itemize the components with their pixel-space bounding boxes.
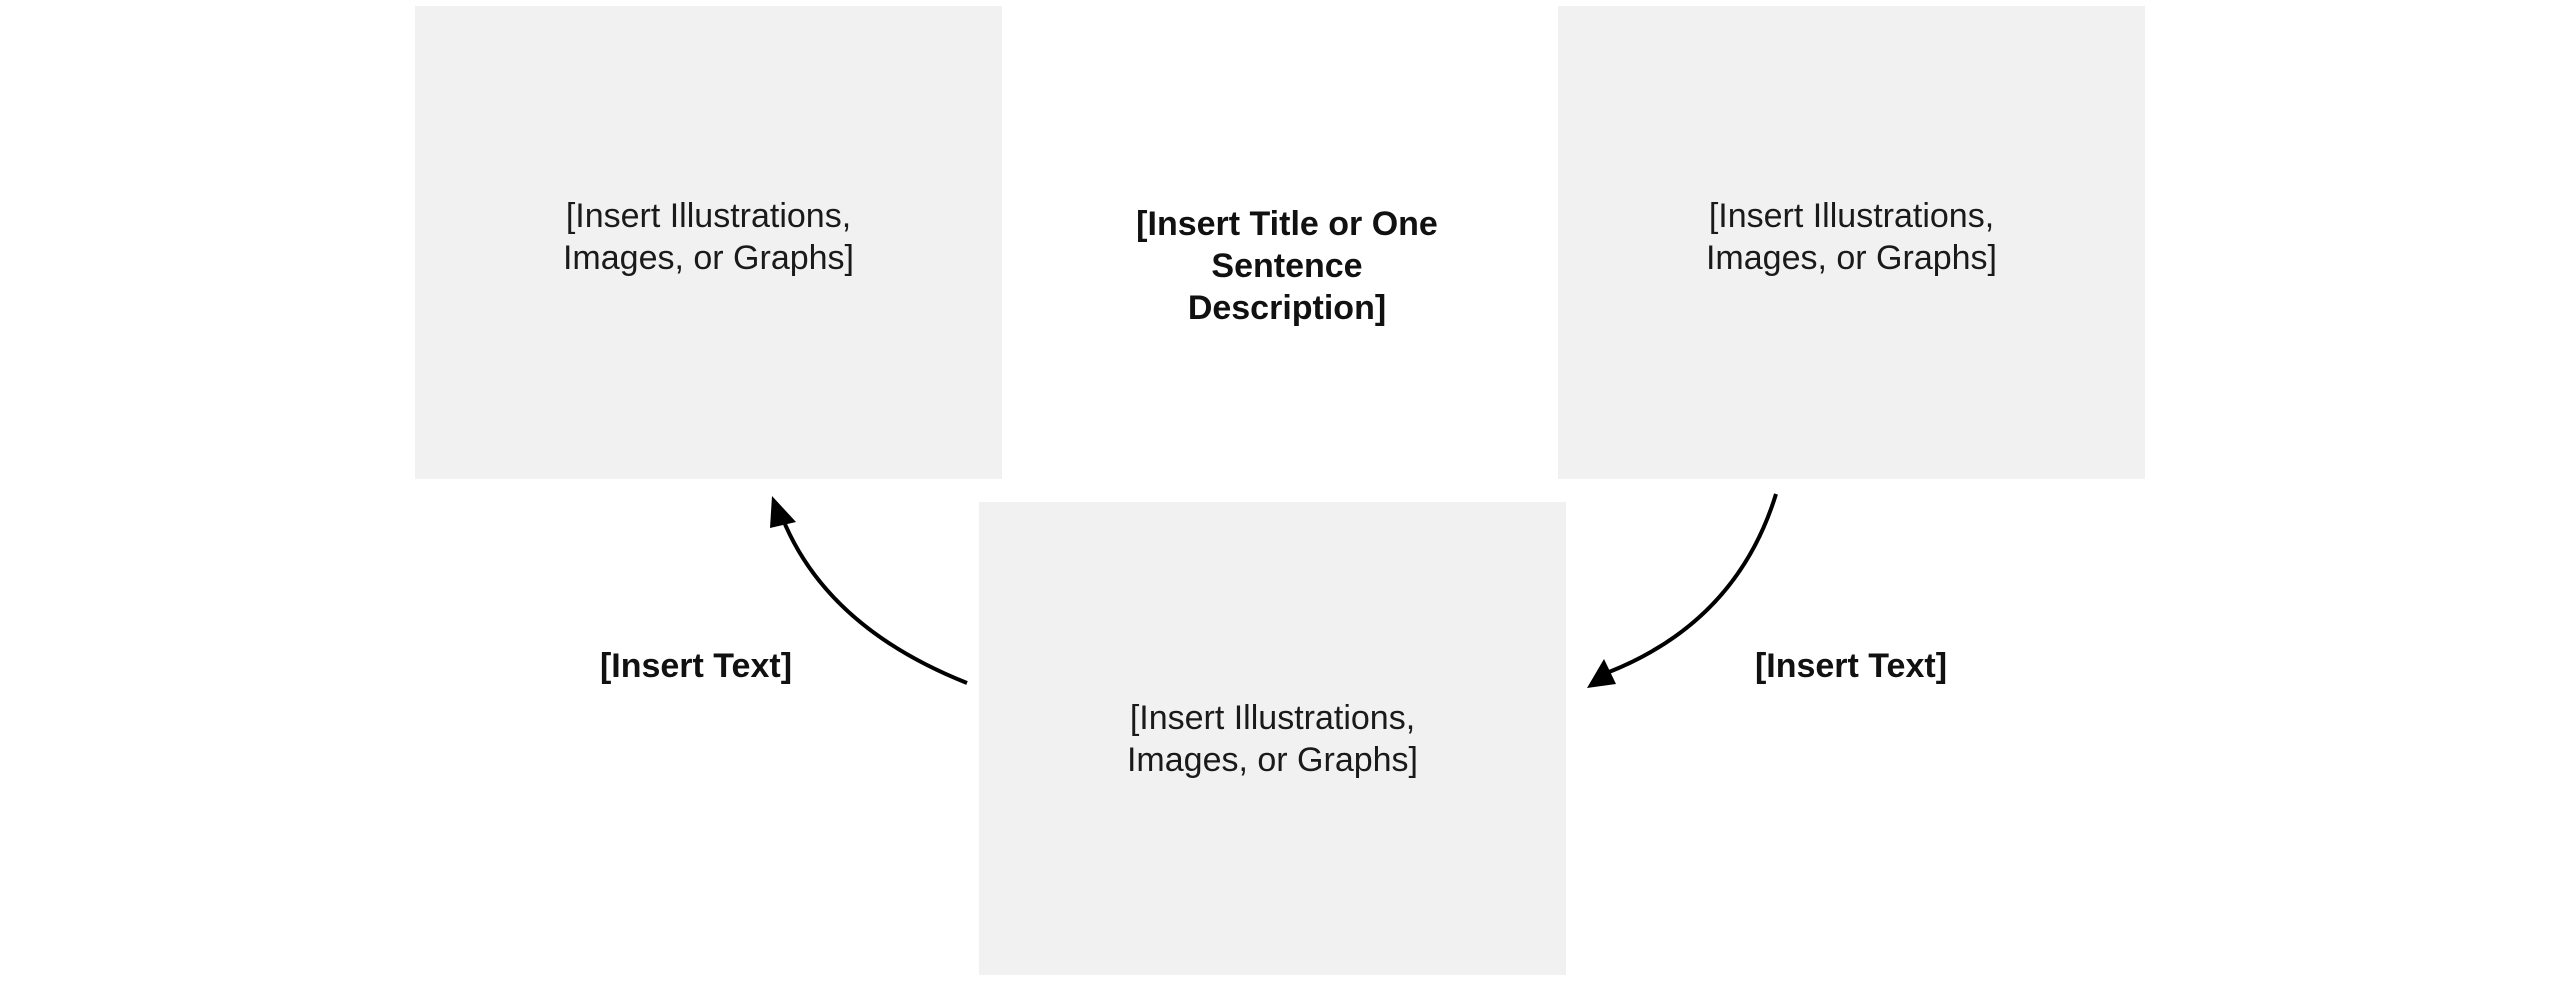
curved-arrow-left <box>780 516 968 685</box>
placeholder-box-text: [Insert Illustrations, Images, or Graphs… <box>1705 196 1997 277</box>
placeholder-box-top-right: [Insert Illustrations, Images, or Graphs… <box>1558 6 2145 479</box>
diagram-title: [Insert Title or One Sentence Descriptio… <box>1136 205 1438 327</box>
placeholder-box-top-left: [Insert Illustrations, Images, or Graphs… <box>415 6 1002 479</box>
placeholder-box-text: [Insert Illustrations, Images, or Graphs… <box>562 196 854 277</box>
side-label-left: [Insert Text] <box>599 647 793 685</box>
placeholder-box-bottom: [Insert Illustrations, Images, or Graphs… <box>979 502 1566 975</box>
curved-arrow-right <box>1608 493 1778 674</box>
arrowhead-right-icon <box>1587 659 1616 688</box>
side-label-right: [Insert Text] <box>1754 647 1948 685</box>
arrowhead-left-icon <box>770 496 796 528</box>
placeholder-box-text: [Insert Illustrations, Images, or Graphs… <box>1126 698 1418 779</box>
